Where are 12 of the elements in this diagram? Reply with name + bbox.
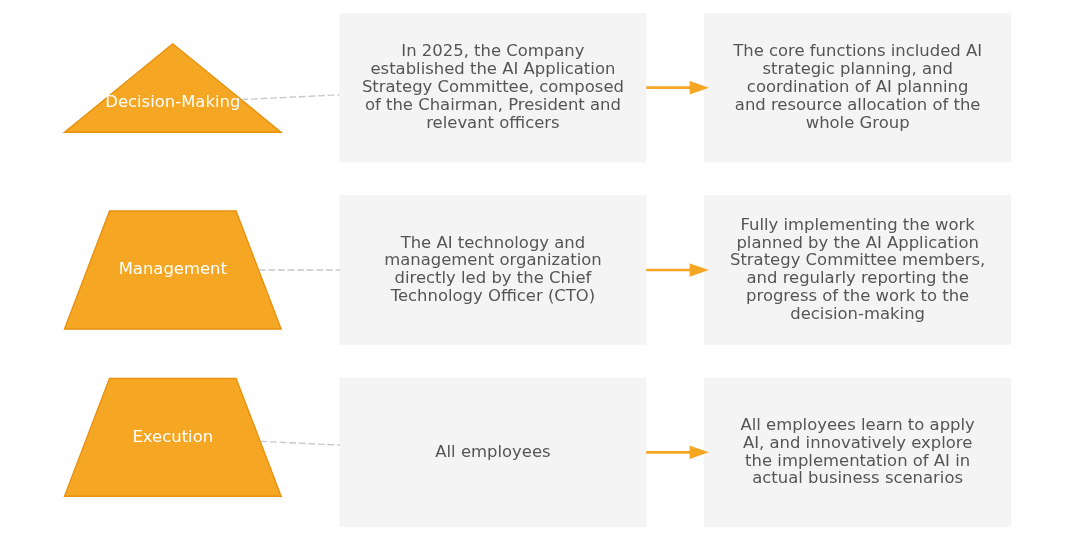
node-box: In 2025, the Company established the AI Application Strategy Committee, composed of the Chairman, President and relevant officers (339, 12, 647, 163)
node-box: The AI technology and management organization directly led by the Chief Technology Officer (CTO) (339, 195, 647, 345)
arrow (646, 263, 709, 277)
connector (240, 94, 341, 101)
arrow (646, 80, 709, 95)
arrow (646, 445, 709, 460)
node-box: All employees learn to apply AI, and innovatively explore the implementation of AI in actual business scenarios (704, 377, 1012, 528)
node-box: The core functions included AI strategic planning, and coordination of AI planning and resource allocation of the whole Group (704, 12, 1012, 163)
connector (258, 269, 341, 271)
connector (259, 440, 341, 446)
node-box: Fully implementing the work planned by the AI Application Strategy Committee members, and regularly reporting the progress of the work to the decision-making (704, 195, 1012, 345)
node-box: All employees (339, 377, 647, 528)
